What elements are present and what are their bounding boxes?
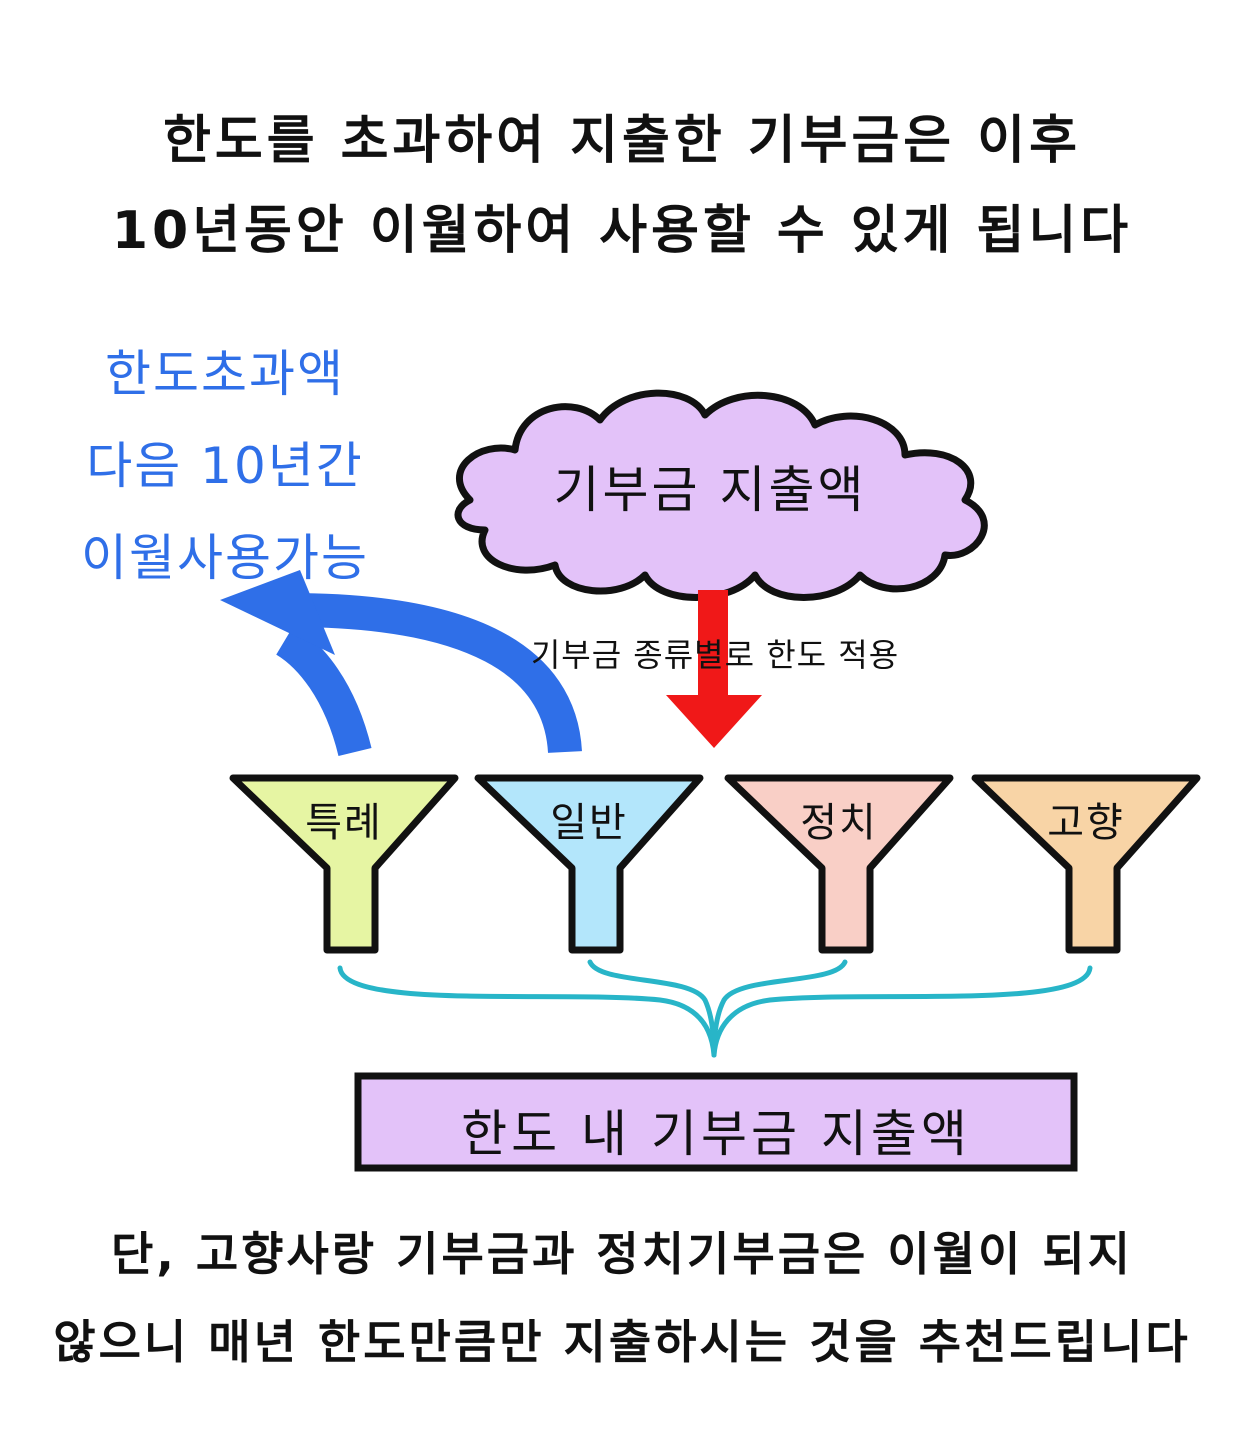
- funnel-label-special: 특례: [305, 800, 383, 846]
- title-line-2: 10년동안 이월하여 사용할 수 있게 됩니다: [111, 201, 1133, 261]
- result-box-label: 한도 내 기부금 지출액: [461, 1105, 971, 1163]
- funnel-special: [229, 774, 459, 954]
- merge-braces: [337, 959, 1093, 1058]
- funnel-label-hometown: 고향: [1047, 800, 1125, 846]
- footer-line-2: 않으니 매년 한도만큼만 지출하시는 것을 추천드립니다: [53, 1315, 1191, 1369]
- funnel-general: [474, 774, 704, 954]
- funnel-hometown: [971, 774, 1201, 954]
- carryover-note-line-2: 다음 10년간: [86, 437, 364, 495]
- funnel-label-political: 정치: [800, 800, 878, 846]
- carryover-note-line-3: 이월사용가능: [81, 529, 369, 587]
- carryover-note: 한도초과액 다음 10년간 이월사용가능: [60, 328, 390, 604]
- footer-line-1: 단, 고향사랑 기부금과 정치기부금은 이월이 되지: [111, 1227, 1133, 1281]
- down-arrow-icon: [666, 590, 762, 748]
- title-line-1: 한도를 초과하여 지출한 기부금은 이후: [163, 111, 1081, 171]
- carryover-note-line-1: 한도초과액: [105, 345, 345, 403]
- funnel-political: [724, 774, 954, 954]
- cloud-label: 기부금 지출액: [553, 461, 867, 519]
- arrow-label: 기부금 종류별로 한도 적용: [530, 636, 900, 674]
- carryover-arrow-icon: [220, 570, 582, 757]
- result-box: [354, 1072, 1078, 1172]
- funnel-label-general: 일반: [550, 800, 628, 846]
- expenditure-cloud: [454, 389, 988, 601]
